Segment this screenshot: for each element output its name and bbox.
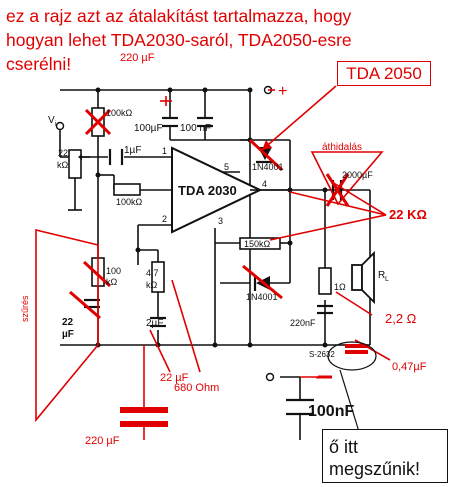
c2u-label: 2µF <box>146 318 163 329</box>
resistor-4k7 <box>151 261 165 293</box>
pin2-label: 2 <box>162 214 167 224</box>
bridging-label: áthidalás <box>322 142 362 153</box>
junction-dots <box>95 85 328 382</box>
c22u-label: 22 µF <box>160 372 189 384</box>
r100k-fb-label: 100kΩ <box>116 197 143 207</box>
c100n-label: 100 nF <box>180 123 211 134</box>
tda2050-label: TDA 2050 <box>346 64 422 83</box>
pot-label-2: kΩ <box>57 160 69 170</box>
c220u-top-label: 220 µF <box>120 52 155 64</box>
potentiometer-22k <box>68 149 82 179</box>
c1u-label: 1µF <box>124 145 141 156</box>
pin4-label: 4 <box>262 179 267 189</box>
filtering-label: szűrés <box>20 295 30 322</box>
red-annotations <box>35 85 391 440</box>
r47k-1: 4,7 <box>146 268 159 278</box>
c22u-small-2: µF <box>62 329 74 340</box>
resistor-1ohm <box>318 267 332 295</box>
d1-label: 1N4001 <box>252 162 284 172</box>
pin3-label: 3 <box>218 216 223 226</box>
c220n-label: 220nF <box>290 318 316 328</box>
r1-label: 1Ω <box>334 282 346 292</box>
r100-label-1: 100 <box>106 266 121 276</box>
r150k-label: 150kΩ <box>244 239 271 249</box>
note-box: ő itt megszűnik! <box>322 429 448 483</box>
rl-label: R <box>378 270 385 281</box>
note-text: ő itt megszűnik! <box>329 437 421 479</box>
minus-label: — <box>316 369 332 386</box>
rl-sub-label: L <box>385 276 389 283</box>
pot-label-1: 22 <box>58 148 68 158</box>
c220u-bottom-label: 220 µF <box>85 435 120 447</box>
speaker-icon <box>351 264 363 291</box>
headline-text: ez a rajz azt az átalakítást tartalmazza… <box>6 6 352 74</box>
r47k-2: kΩ <box>146 280 158 290</box>
tda2050-box: TDA 2050 <box>337 61 431 86</box>
c22u-small-1: 22 <box>62 317 74 328</box>
c047-label: 0,47µF <box>392 361 427 373</box>
c100u-label: 100µF <box>134 123 163 134</box>
r22k-label: 22 KΩ <box>389 207 427 222</box>
pin5-label: 5 <box>224 162 229 172</box>
r100-label-2: kΩ <box>106 277 118 287</box>
resistor-150k <box>239 237 281 250</box>
ic-label: TDA 2030 <box>178 183 237 198</box>
c100n-bottom-label: 100nF <box>308 403 354 420</box>
vi-sub-label: i <box>55 121 57 128</box>
r22-label: 2,2 Ω <box>385 311 417 326</box>
pin1-label: 1 <box>162 146 167 156</box>
r100k-top-label: 100kΩ <box>106 108 133 118</box>
ic-triangle <box>171 146 263 234</box>
c2000u-label: 2000µF <box>342 170 373 180</box>
vi-label: V <box>48 115 55 126</box>
code-label: S-2632 <box>309 350 335 359</box>
plus-label: + <box>278 83 287 100</box>
d2-label: 1N4001 <box>246 292 278 302</box>
resistor-100k-feedback <box>113 183 141 196</box>
r680-label: 680 Ohm <box>174 382 219 394</box>
